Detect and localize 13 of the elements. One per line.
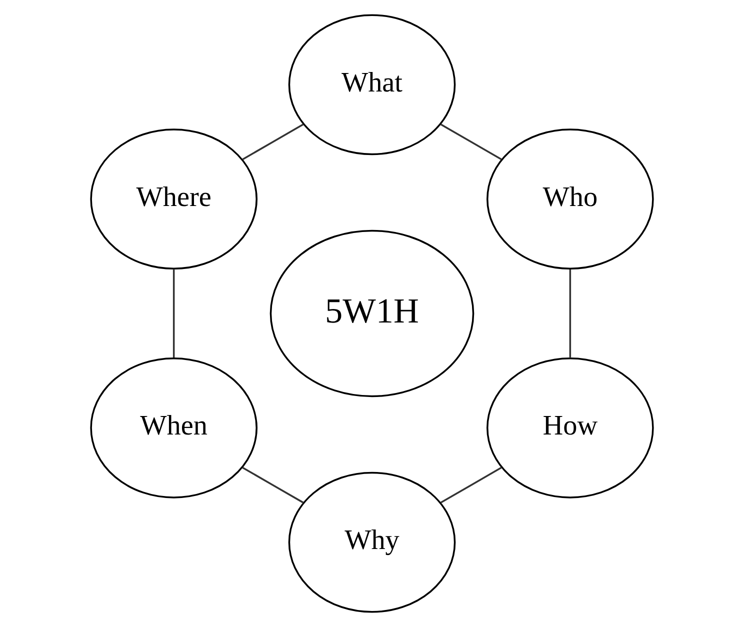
connector [172, 268, 175, 358]
node-ellipse: When [90, 357, 258, 498]
connector [440, 466, 502, 504]
connector [242, 124, 304, 160]
connector [569, 269, 572, 358]
connector [440, 124, 502, 160]
node-ellipse: What [288, 14, 456, 156]
node-ellipse: Where [90, 128, 258, 270]
node-ellipse: Who [486, 128, 654, 270]
node-ellipse: How [486, 357, 654, 498]
node-ellipse: 5W1H [270, 230, 474, 398]
node-ellipse: Why [288, 472, 456, 613]
connector [242, 466, 304, 504]
